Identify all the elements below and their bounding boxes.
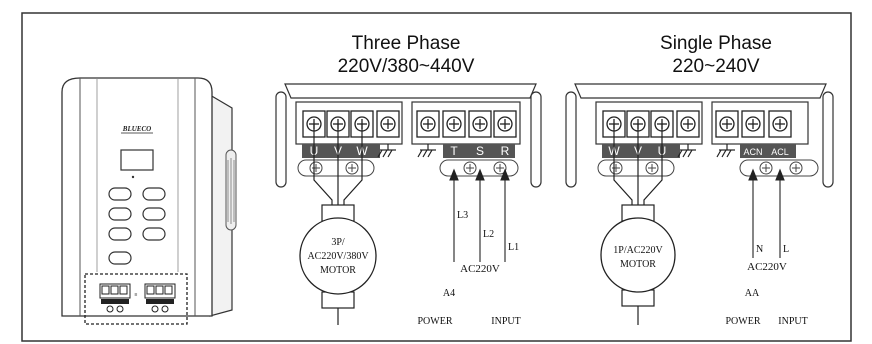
three-phase-supply: AC220V <box>460 263 500 275</box>
device-display <box>120 149 154 171</box>
device-logo: BLUECO <box>122 125 151 133</box>
three-phase-wire-l2: L2 <box>483 229 494 240</box>
three-phase-input-label: INPUT <box>491 316 520 327</box>
device-terminal-strip: ≡ <box>99 283 176 313</box>
three-phase-model: A4 <box>443 288 455 299</box>
three-phase-wire-l1: L1 <box>508 242 519 253</box>
three-phase-terminal-r: R <box>501 144 510 158</box>
single-phase-supply: AC220V <box>747 261 787 273</box>
controller-device: BLUECO ≡ <box>61 77 237 325</box>
svg-text:≡: ≡ <box>135 292 138 298</box>
single-phase-wire-l: L <box>783 244 789 255</box>
three-phase-motor-label-1: 3P/ <box>331 237 345 248</box>
single-phase-power-label: POWER <box>726 316 761 327</box>
three-phase-terminal-s: S <box>476 144 484 158</box>
single-phase-motor-label-2: MOTOR <box>620 259 656 270</box>
single-phase-motor <box>600 217 676 293</box>
device-keypad <box>108 187 166 265</box>
three-phase-motor-label-3: MOTOR <box>320 265 356 276</box>
single-phase-title: Single Phase <box>660 33 772 54</box>
three-phase-terminal-t: T <box>450 144 458 158</box>
three-phase-title: Three Phase <box>352 33 461 54</box>
three-phase-motor <box>299 217 377 295</box>
three-phase-power-label: POWER <box>418 316 453 327</box>
single-phase-input-label: INPUT <box>778 316 807 327</box>
single-phase-terminal-acl: ACL <box>771 147 789 157</box>
three-phase-motor-label-2: AC220V/380V <box>307 251 369 262</box>
single-phase-motor-label-1: 1P/AC220V <box>613 245 663 256</box>
three-phase-voltage: 220V/380~440V <box>338 56 475 77</box>
single-phase-section: Single Phase 220~240V W V U ACN ACL <box>565 33 834 327</box>
three-phase-wire-l3: L3 <box>457 210 468 221</box>
single-phase-voltage: 220~240V <box>672 56 759 77</box>
three-phase-section: Three Phase 220V/380~440V U V W T S R <box>275 33 542 327</box>
terminal-area-highlight <box>84 273 188 325</box>
single-phase-terminal-acn: ACN <box>743 147 762 157</box>
single-phase-wire-n: N <box>756 244 763 255</box>
single-phase-model: AA <box>745 288 760 299</box>
